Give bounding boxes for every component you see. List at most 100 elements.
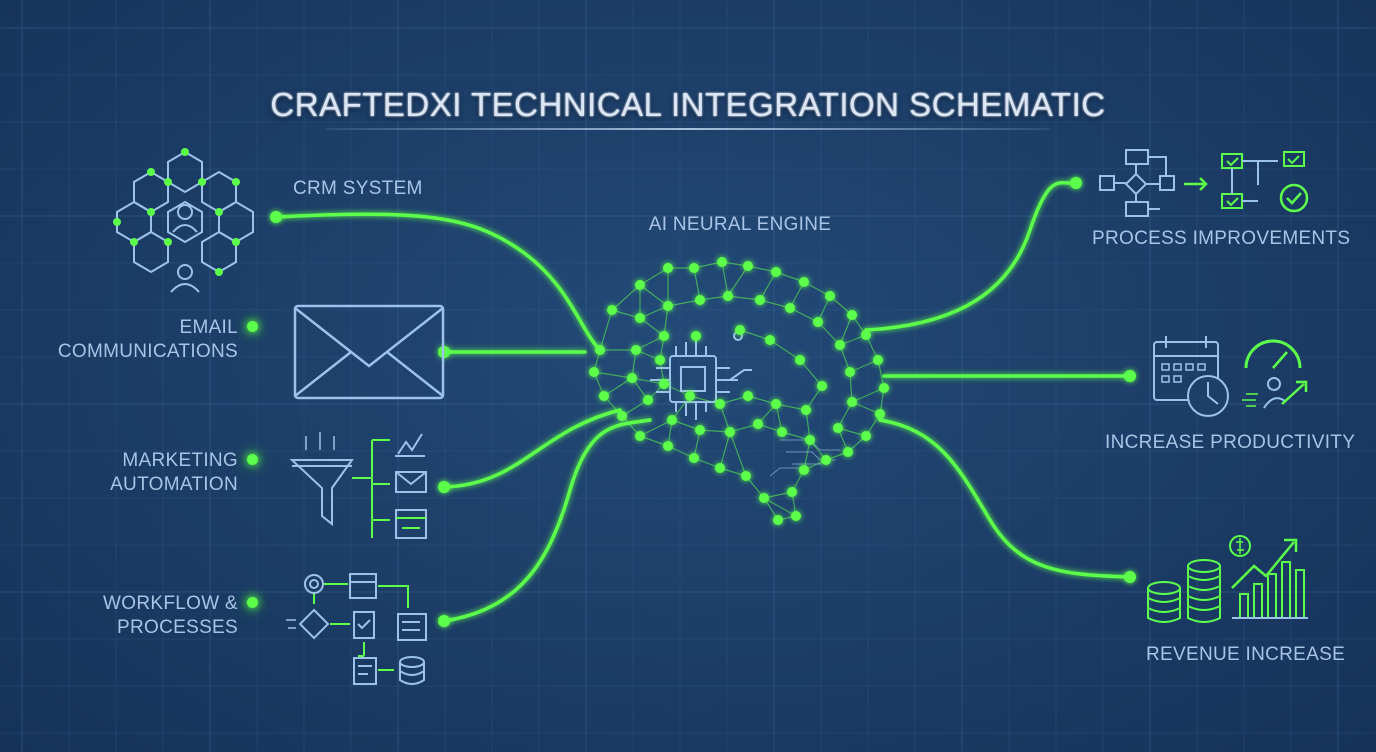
brain-edge: [851, 387, 885, 403]
brain-edge: [803, 439, 811, 471]
brain-node: [663, 441, 673, 451]
brain-node: [725, 427, 735, 437]
brain-node: [843, 447, 853, 457]
brain-edge: [769, 339, 801, 361]
brain-edges: [593, 261, 885, 521]
brain-edge: [699, 429, 731, 433]
brain-node: [715, 399, 725, 409]
brain-edge: [849, 359, 879, 373]
wire-process: [864, 180, 1078, 332]
wire-endpoint: [1124, 571, 1136, 583]
brain-node: [825, 291, 835, 301]
workflow-icon: [284, 566, 434, 695]
brain-node: [833, 423, 843, 433]
brain-node: [663, 263, 673, 273]
brain-node: [631, 345, 641, 355]
brain-node: [791, 511, 801, 521]
brain-edge: [639, 419, 673, 437]
envelope-icon: [293, 304, 445, 405]
brain-node: [835, 340, 845, 350]
brain-node: [799, 277, 809, 287]
brain-edge: [805, 409, 811, 441]
brain-node: [715, 463, 725, 473]
brain-edge: [639, 267, 669, 286]
brain-node: [607, 305, 617, 315]
brain-edge: [639, 284, 669, 307]
brain-edge: [639, 305, 669, 319]
brain-node: [795, 355, 805, 365]
brain-node: [777, 427, 787, 437]
brain-edge: [759, 271, 777, 301]
productivity-label: INCREASE PRODUCTIVITY: [1105, 432, 1356, 453]
brain-node: [813, 317, 823, 327]
processor-chip-icon: [650, 331, 752, 420]
crm-label: CRM SYSTEM: [293, 178, 423, 199]
marketing-label-line1: MARKETING: [122, 450, 238, 471]
brain-node: [643, 395, 653, 405]
brain-edge: [727, 265, 749, 297]
brain-node: [753, 419, 763, 429]
calendar-clock-gauge-icon: [1150, 334, 1320, 429]
brain-node: [689, 453, 699, 463]
brain-edge: [789, 307, 819, 323]
workflow-label-line1: WORKFLOW &: [103, 593, 238, 614]
wire-crm: [274, 212, 602, 352]
brain-edge: [667, 299, 701, 307]
brain-node: [821, 455, 831, 465]
revenue-label: REVENUE INCREASE: [1146, 644, 1346, 665]
wire-endpoint: [1070, 177, 1082, 189]
brain-edge: [693, 267, 701, 301]
brain-edge: [603, 377, 633, 397]
brain-node: [635, 313, 645, 323]
email-label-line1: EMAIL: [179, 317, 238, 338]
funnel-icon: [289, 422, 440, 551]
brain-node: [627, 373, 637, 383]
brain-node: [771, 267, 781, 277]
brain-edge: [721, 261, 729, 297]
brain-node: [663, 301, 673, 311]
brain-node: [787, 487, 797, 497]
wire-revenue: [878, 418, 1132, 579]
brain-node: [635, 280, 645, 290]
brain-node: [685, 391, 695, 401]
wire-endpoint: [438, 481, 450, 493]
marketing-marker: [247, 454, 258, 465]
brain-node: [691, 331, 701, 341]
brain-node: [765, 335, 775, 345]
wire-endpoint: [270, 211, 282, 223]
brain-node: [595, 345, 605, 355]
brain-node: [771, 399, 781, 409]
marketing-label-line2: AUTOMATION: [110, 474, 238, 495]
brain-edge: [839, 314, 853, 346]
brain-node: [741, 471, 751, 481]
brain-node: [805, 435, 815, 445]
wire-endpoint: [438, 615, 450, 627]
brain-edge: [739, 329, 771, 341]
brain-nodes: [589, 257, 889, 525]
brain-edge: [727, 295, 761, 301]
brain-node: [879, 383, 889, 393]
brain-node: [659, 331, 669, 341]
brain-edge: [799, 359, 823, 387]
workflow-marker: [247, 597, 258, 608]
brain-node: [799, 465, 809, 475]
brain-node: [667, 415, 677, 425]
brain-node: [589, 367, 599, 377]
brain-node: [735, 325, 745, 335]
brain-node: [873, 355, 883, 365]
brain-edge: [635, 335, 665, 351]
brain-edge: [663, 305, 669, 337]
brain-node: [599, 391, 609, 401]
brain-node: [695, 425, 705, 435]
engine-label: AI NEURAL ENGINE: [648, 214, 832, 235]
brain-node: [773, 515, 783, 525]
brain-node: [817, 381, 827, 391]
brain-edge: [851, 401, 881, 415]
brain-edge: [689, 395, 721, 405]
brain-edge: [775, 403, 807, 411]
wire-marketing: [442, 408, 622, 489]
brain-node: [847, 397, 857, 407]
brain-node: [759, 493, 769, 503]
